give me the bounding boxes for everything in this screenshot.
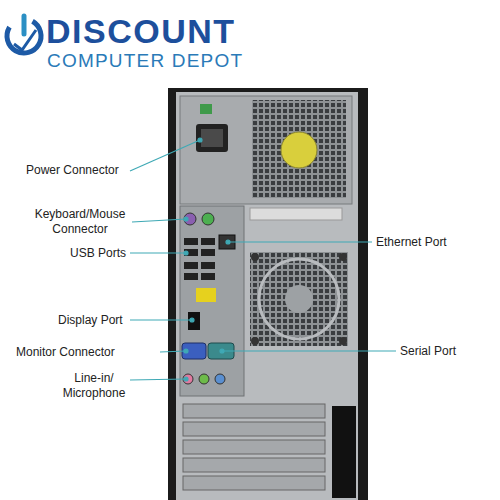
leader-line bbox=[130, 319, 192, 320]
callout-label: Display Port bbox=[58, 313, 138, 328]
fan-ring bbox=[259, 259, 339, 339]
back-panel bbox=[176, 92, 358, 500]
power-connector bbox=[196, 124, 228, 152]
mic-jack bbox=[183, 374, 193, 384]
usb-port bbox=[201, 262, 215, 269]
leader-dot bbox=[184, 377, 188, 381]
power-supply bbox=[180, 96, 352, 204]
leader-dot bbox=[184, 349, 188, 353]
expansion-slot bbox=[183, 458, 325, 472]
callout-label: Keyboard/Mouse Connector bbox=[28, 207, 132, 237]
callout-label: Ethernet Port bbox=[376, 235, 486, 250]
usb-port bbox=[184, 262, 198, 269]
ps2-mouse-port bbox=[202, 213, 214, 225]
lock-bar bbox=[332, 406, 356, 498]
psu-switch bbox=[200, 104, 212, 114]
leader-line bbox=[160, 351, 186, 352]
psu-fan-grill bbox=[252, 100, 346, 198]
usb-port bbox=[184, 273, 198, 280]
display-port bbox=[188, 312, 200, 330]
logo-word: DISCOUNT bbox=[46, 12, 266, 50]
tower-case bbox=[168, 88, 368, 500]
ps2-keyboard-port bbox=[184, 213, 196, 225]
yellow-sticker bbox=[196, 288, 216, 302]
leader-line bbox=[228, 241, 372, 242]
io-plate bbox=[180, 206, 244, 396]
usb-port bbox=[184, 249, 198, 256]
case-fan-grill bbox=[250, 252, 348, 346]
expansion-slot bbox=[183, 422, 325, 436]
leader-line bbox=[130, 379, 186, 380]
vga-port bbox=[182, 343, 206, 359]
leader-dot bbox=[198, 138, 202, 142]
screw bbox=[251, 337, 259, 345]
serial-sticker bbox=[250, 208, 342, 220]
screw bbox=[339, 253, 347, 261]
leader-line bbox=[130, 140, 200, 171]
callout-label: USB Ports bbox=[70, 246, 140, 261]
usb-port bbox=[201, 249, 215, 256]
line-in-jack bbox=[215, 374, 225, 384]
expansion-slot bbox=[183, 440, 325, 454]
leader-dot bbox=[190, 318, 194, 322]
usb-port bbox=[201, 273, 215, 280]
callout-label: Monitor Connector bbox=[16, 345, 156, 360]
callout-label: Serial Port bbox=[400, 344, 490, 359]
leader-dot bbox=[184, 251, 188, 255]
callout-label: Power Connector bbox=[26, 163, 136, 178]
fan-hub bbox=[285, 285, 313, 313]
logo-power-bar bbox=[22, 16, 27, 34]
power-socket bbox=[201, 129, 223, 147]
screw bbox=[339, 337, 347, 345]
fan-hub-sticker bbox=[281, 132, 317, 168]
logo-ring bbox=[1, 13, 47, 59]
leader-dot bbox=[220, 349, 224, 353]
line-out-jack bbox=[199, 374, 209, 384]
expansion-slot bbox=[183, 476, 325, 490]
leader-dot bbox=[184, 217, 188, 221]
logo-subword: COMPUTER DEPOT bbox=[47, 50, 267, 72]
leader-line bbox=[132, 219, 186, 222]
leader-line bbox=[222, 350, 396, 351]
logo-check bbox=[14, 30, 36, 50]
usb-port bbox=[184, 238, 198, 245]
usb-port bbox=[201, 238, 215, 245]
callout-label: Line-in/ Microphone bbox=[58, 371, 130, 401]
expansion-slot bbox=[183, 404, 325, 418]
leader-dot bbox=[226, 240, 230, 244]
screw bbox=[251, 253, 259, 261]
leader-line bbox=[130, 252, 186, 253]
